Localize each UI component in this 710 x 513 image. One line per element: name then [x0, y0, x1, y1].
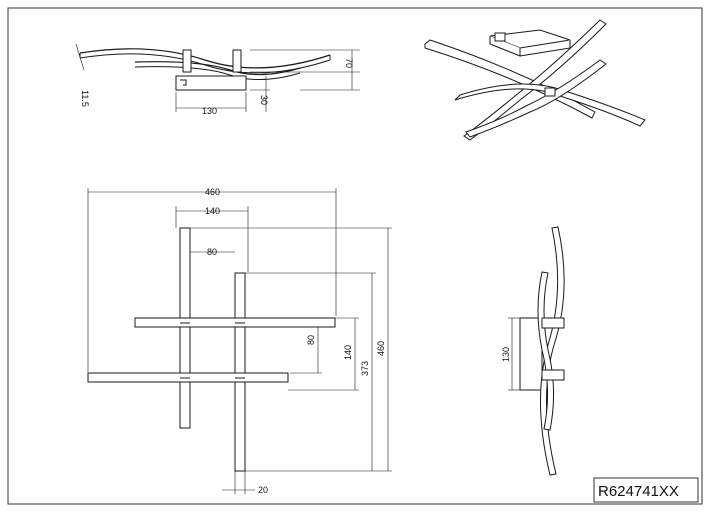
iso-arm-2: [463, 19, 607, 141]
dim-line-11-5: [75, 43, 85, 71]
side-base: [175, 75, 247, 91]
front-base: [519, 317, 543, 391]
front-mount-lower: [541, 369, 565, 381]
front-view: [519, 226, 565, 476]
iso-arm-1: [424, 39, 596, 119]
label-373: 373: [360, 361, 370, 376]
side-view: [75, 43, 360, 112]
drawing-frame: [7, 7, 703, 505]
label-base-height-30: 30: [259, 95, 269, 105]
label-bar-width-20: 20: [258, 485, 268, 495]
label-base-width-130: 130: [202, 106, 217, 116]
label-offset-80-v: 80: [306, 335, 316, 345]
label-spacing-140-v: 140: [343, 345, 353, 360]
top-view-dimensions: [87, 188, 392, 494]
label-spacing-140-h: 140: [205, 206, 220, 216]
product-code-box: [593, 477, 699, 503]
side-arm-lower-inner: [134, 66, 301, 81]
side-mount-left: [182, 49, 192, 73]
front-arm-short: [537, 271, 555, 431]
label-overall-width-460: 460: [205, 187, 220, 197]
front-mount-upper: [541, 317, 565, 329]
side-arm-upper: [79, 48, 331, 69]
front-view-dimensions: [508, 317, 520, 391]
side-base-detail: [180, 79, 187, 86]
product-code: R624741XX: [598, 483, 679, 500]
label-front-base-130: 130: [501, 347, 511, 362]
side-arm-lower: [134, 61, 301, 76]
isometric-view: [424, 19, 646, 141]
top-view: [87, 227, 336, 472]
label-height-70: 70: [344, 58, 354, 68]
label-thickness: 11.5: [80, 90, 90, 107]
label-offset-80-h: 80: [207, 247, 217, 257]
label-overall-height-460: 460: [376, 341, 386, 356]
top-bar-vertical-right: [234, 272, 246, 472]
side-mount-right: [232, 49, 242, 73]
top-bar-vertical-left: [179, 227, 191, 429]
